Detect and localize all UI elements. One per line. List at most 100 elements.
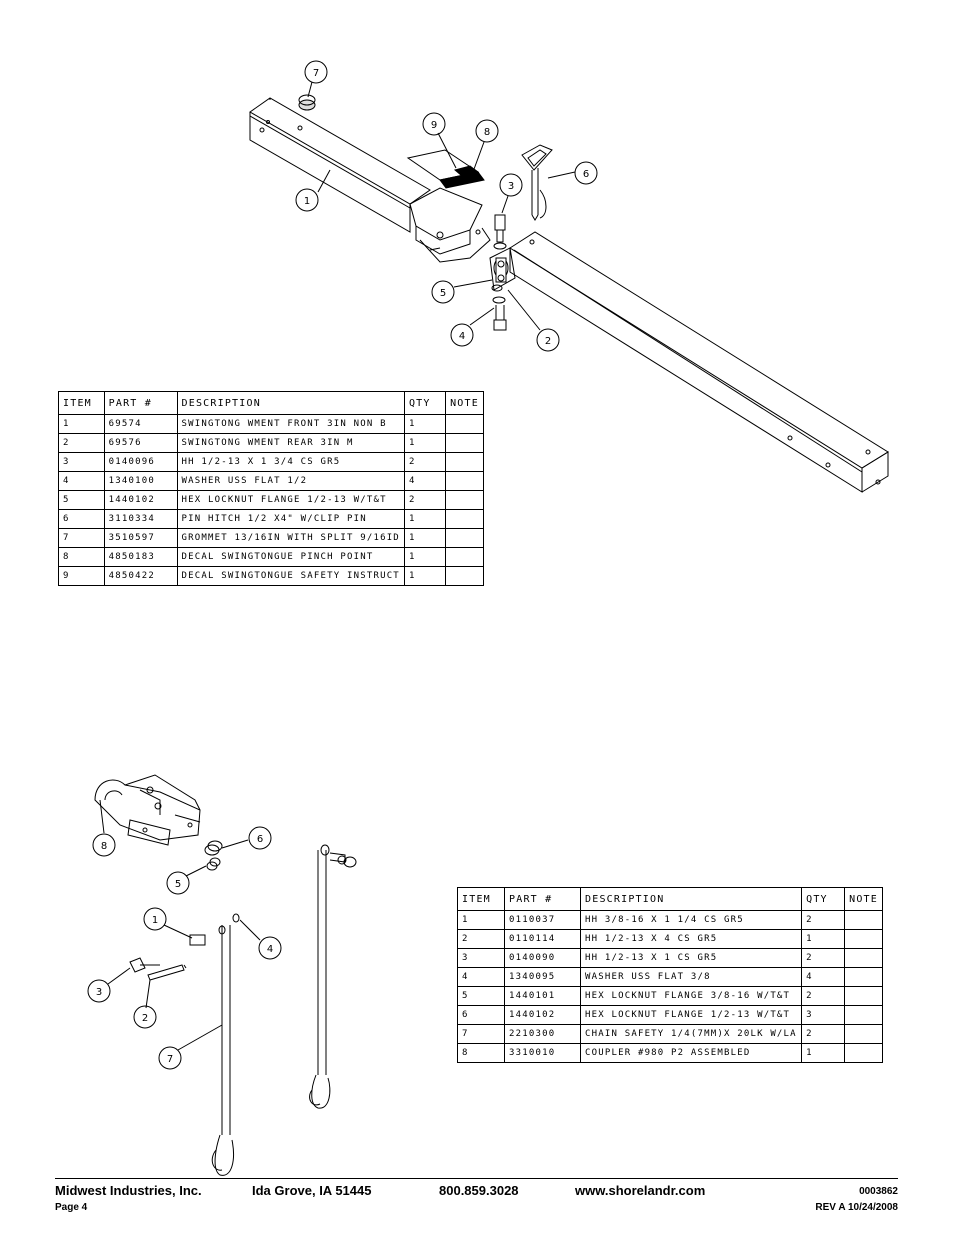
cell-qty: 2 — [403, 490, 447, 510]
bolt-graphics-bottom — [129, 840, 357, 981]
cell-description: HH 1/2-13 X 4 CS GR5 — [579, 929, 803, 949]
cell-item: 2 — [457, 929, 505, 949]
cell-description: SWINGTONG WMENT REAR 3IN M — [176, 433, 405, 453]
callout-3: 3 — [508, 181, 514, 192]
cell-part: 0140096 — [103, 452, 178, 472]
cell-item: 5 — [457, 986, 505, 1006]
cell-note — [844, 986, 883, 1006]
revision: REV A 10/24/2008 — [815, 1202, 898, 1213]
page-footer: Midwest Industries, Inc. Ida Grove, IA 5… — [55, 1178, 898, 1215]
callout-6: 6 — [257, 834, 263, 845]
callout-2: 2 — [142, 1013, 148, 1024]
cell-item: 8 — [58, 547, 105, 567]
cell-qty: 2 — [403, 452, 447, 472]
cell-qty: 2 — [801, 986, 846, 1006]
header-item: ITEM — [457, 887, 505, 911]
cell-qty: 1 — [403, 566, 447, 586]
callout-4: 4 — [267, 944, 273, 955]
leader-lines-bottom — [99, 799, 261, 1051]
cell-note — [445, 528, 484, 548]
cell-part: 4850422 — [103, 566, 178, 586]
callout-6: 6 — [583, 169, 589, 180]
cell-qty: 1 — [403, 547, 447, 567]
header-part: PART # — [504, 887, 581, 911]
company-name: Midwest Industries, Inc. — [55, 1183, 202, 1198]
cell-note — [844, 1024, 883, 1044]
cell-qty: 1 — [801, 929, 846, 949]
header-note: NOTE — [844, 887, 883, 911]
leader-lines-top — [307, 81, 576, 331]
cell-part: 1340100 — [103, 471, 178, 491]
callout-7: 7 — [313, 68, 319, 79]
cell-qty: 4 — [403, 471, 447, 491]
cell-part: 69574 — [103, 414, 178, 434]
cell-qty: 1 — [403, 509, 447, 529]
callout-1: 1 — [152, 915, 158, 926]
cell-description: SWINGTONG WMENT FRONT 3IN NON B — [176, 414, 405, 434]
cell-part: 1440102 — [103, 490, 178, 510]
decal-graphics — [406, 149, 485, 189]
cell-qty: 1 — [801, 1043, 846, 1063]
cell-note — [844, 967, 883, 987]
cell-item: 9 — [58, 566, 105, 586]
cell-item: 6 — [457, 1005, 505, 1025]
cell-part: 1340095 — [504, 967, 581, 987]
cell-note — [844, 929, 883, 949]
cell-description: WASHER USS FLAT 3/8 — [579, 967, 803, 987]
cell-item: 7 — [58, 528, 105, 548]
cell-part: 1440101 — [504, 986, 581, 1006]
cell-description: WASHER USS FLAT 1/2 — [176, 471, 405, 491]
cell-qty: 4 — [801, 967, 846, 987]
cell-item: 4 — [457, 967, 505, 987]
cell-part: 3510597 — [103, 528, 178, 548]
cell-item: 1 — [457, 910, 505, 930]
callout-5: 5 — [175, 879, 181, 890]
cell-note — [844, 948, 883, 968]
cell-description: DECAL SWINGTONGUE SAFETY INSTRUCT — [176, 566, 405, 586]
safety-chain-graphics — [211, 850, 331, 1176]
callout-5: 5 — [440, 288, 446, 299]
cell-item: 1 — [58, 414, 105, 434]
callout-8: 8 — [101, 841, 107, 852]
cell-item: 5 — [58, 490, 105, 510]
cell-note — [445, 414, 484, 434]
cell-note — [445, 490, 484, 510]
cell-item: 6 — [58, 509, 105, 529]
cell-description: HEX LOCKNUT FLANGE 3/8-16 W/T&T — [579, 986, 803, 1006]
cell-note — [445, 433, 484, 453]
document-number: 0003862 — [859, 1186, 898, 1197]
cell-part: 2210300 — [504, 1024, 581, 1044]
cell-note — [445, 547, 484, 567]
cell-part: 1440102 — [504, 1005, 581, 1025]
cell-description: HH 1/2-13 X 1 3/4 CS GR5 — [176, 452, 405, 472]
cell-description: PIN HITCH 1/2 X4" W/CLIP PIN — [176, 509, 405, 529]
cell-description: HEX LOCKNUT FLANGE 1/2-13 W/T&T — [176, 490, 405, 510]
cell-qty: 2 — [801, 1024, 846, 1044]
header-qty: QTY — [403, 391, 447, 415]
header-qty: QTY — [801, 887, 846, 911]
cell-part: 3310010 — [504, 1043, 581, 1063]
company-website[interactable]: www.shorelandr.com — [575, 1183, 706, 1198]
cell-description: GROMMET 13/16IN WITH SPLIT 9/16ID — [176, 528, 405, 548]
header-item: ITEM — [58, 391, 105, 415]
rear-tongue-tube — [489, 231, 889, 493]
hitch-pin-graphic — [521, 144, 553, 221]
cell-note — [844, 910, 883, 930]
cell-description: HEX LOCKNUT FLANGE 1/2-13 W/T&T — [579, 1005, 803, 1025]
header-description: DESCRIPTION — [176, 391, 405, 415]
cell-note — [445, 566, 484, 586]
cell-qty: 2 — [801, 910, 846, 930]
cell-item: 2 — [58, 433, 105, 453]
cell-note — [844, 1005, 883, 1025]
callout-1: 1 — [304, 196, 310, 207]
